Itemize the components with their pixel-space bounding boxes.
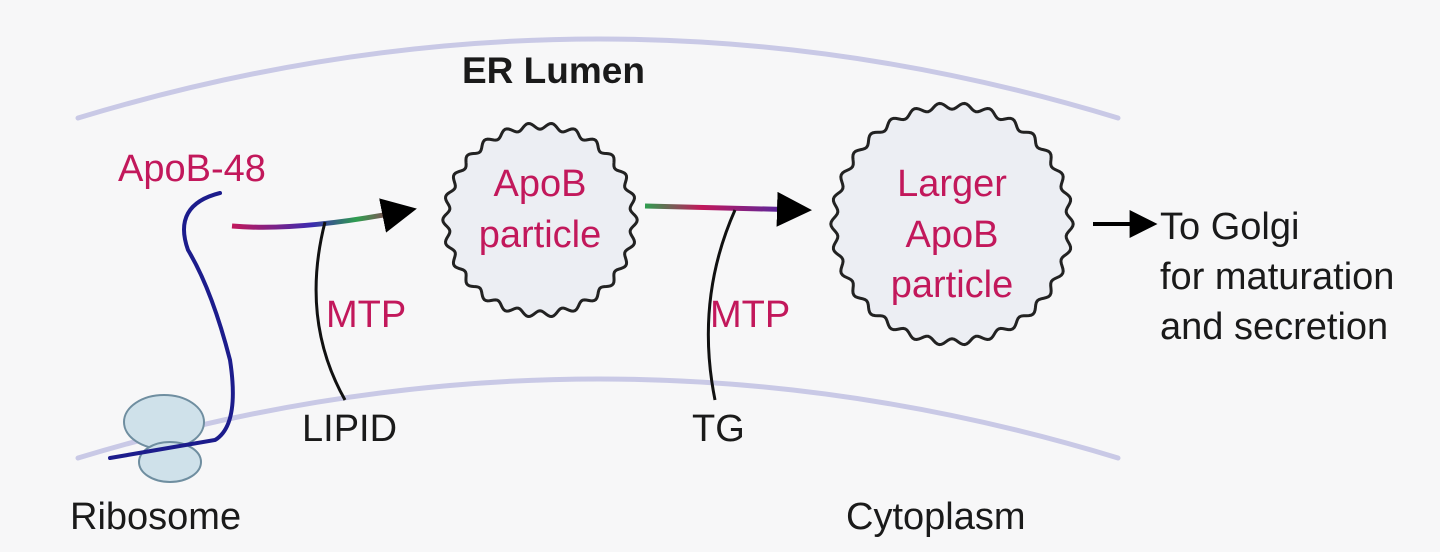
larger-particle-label-line1: Larger xyxy=(897,163,1007,205)
ribosome-icon xyxy=(123,394,205,483)
er-membrane-upper xyxy=(75,36,1121,121)
apob48-label: ApoB-48 xyxy=(118,148,266,190)
nascent-arrow-2 xyxy=(644,191,812,227)
larger-particle-label-line3: particle xyxy=(890,264,1014,306)
golgi-label-line1: To Golgi xyxy=(1160,206,1300,248)
ribosome-label: Ribosome xyxy=(70,496,242,538)
golgi-label-line3: and secretion xyxy=(1160,306,1389,348)
larger-apob-particle-circle xyxy=(829,101,1075,347)
apob-particle-label-line2: particle xyxy=(478,214,602,256)
tg-label: TG xyxy=(692,408,745,450)
nascent-arrow-1 xyxy=(231,198,417,233)
golgi-label-line2: for maturation xyxy=(1160,256,1395,298)
mtp-tg-curve-2 xyxy=(706,209,737,401)
mtp-lipid-curve-1 xyxy=(314,221,347,401)
apob-particle-label-line1: ApoB xyxy=(493,163,587,205)
cytoplasm-label: Cytoplasm xyxy=(846,496,1026,538)
lipid-label: LIPID xyxy=(302,408,398,450)
er-lumen-label: ER Lumen xyxy=(462,50,645,91)
apob48-strand xyxy=(108,191,235,460)
apob-particle-circle xyxy=(441,122,639,318)
larger-particle-label-line2: ApoB xyxy=(905,214,999,256)
mtp-label-1: MTP xyxy=(326,294,407,336)
mtp-label-2: MTP xyxy=(710,294,791,336)
